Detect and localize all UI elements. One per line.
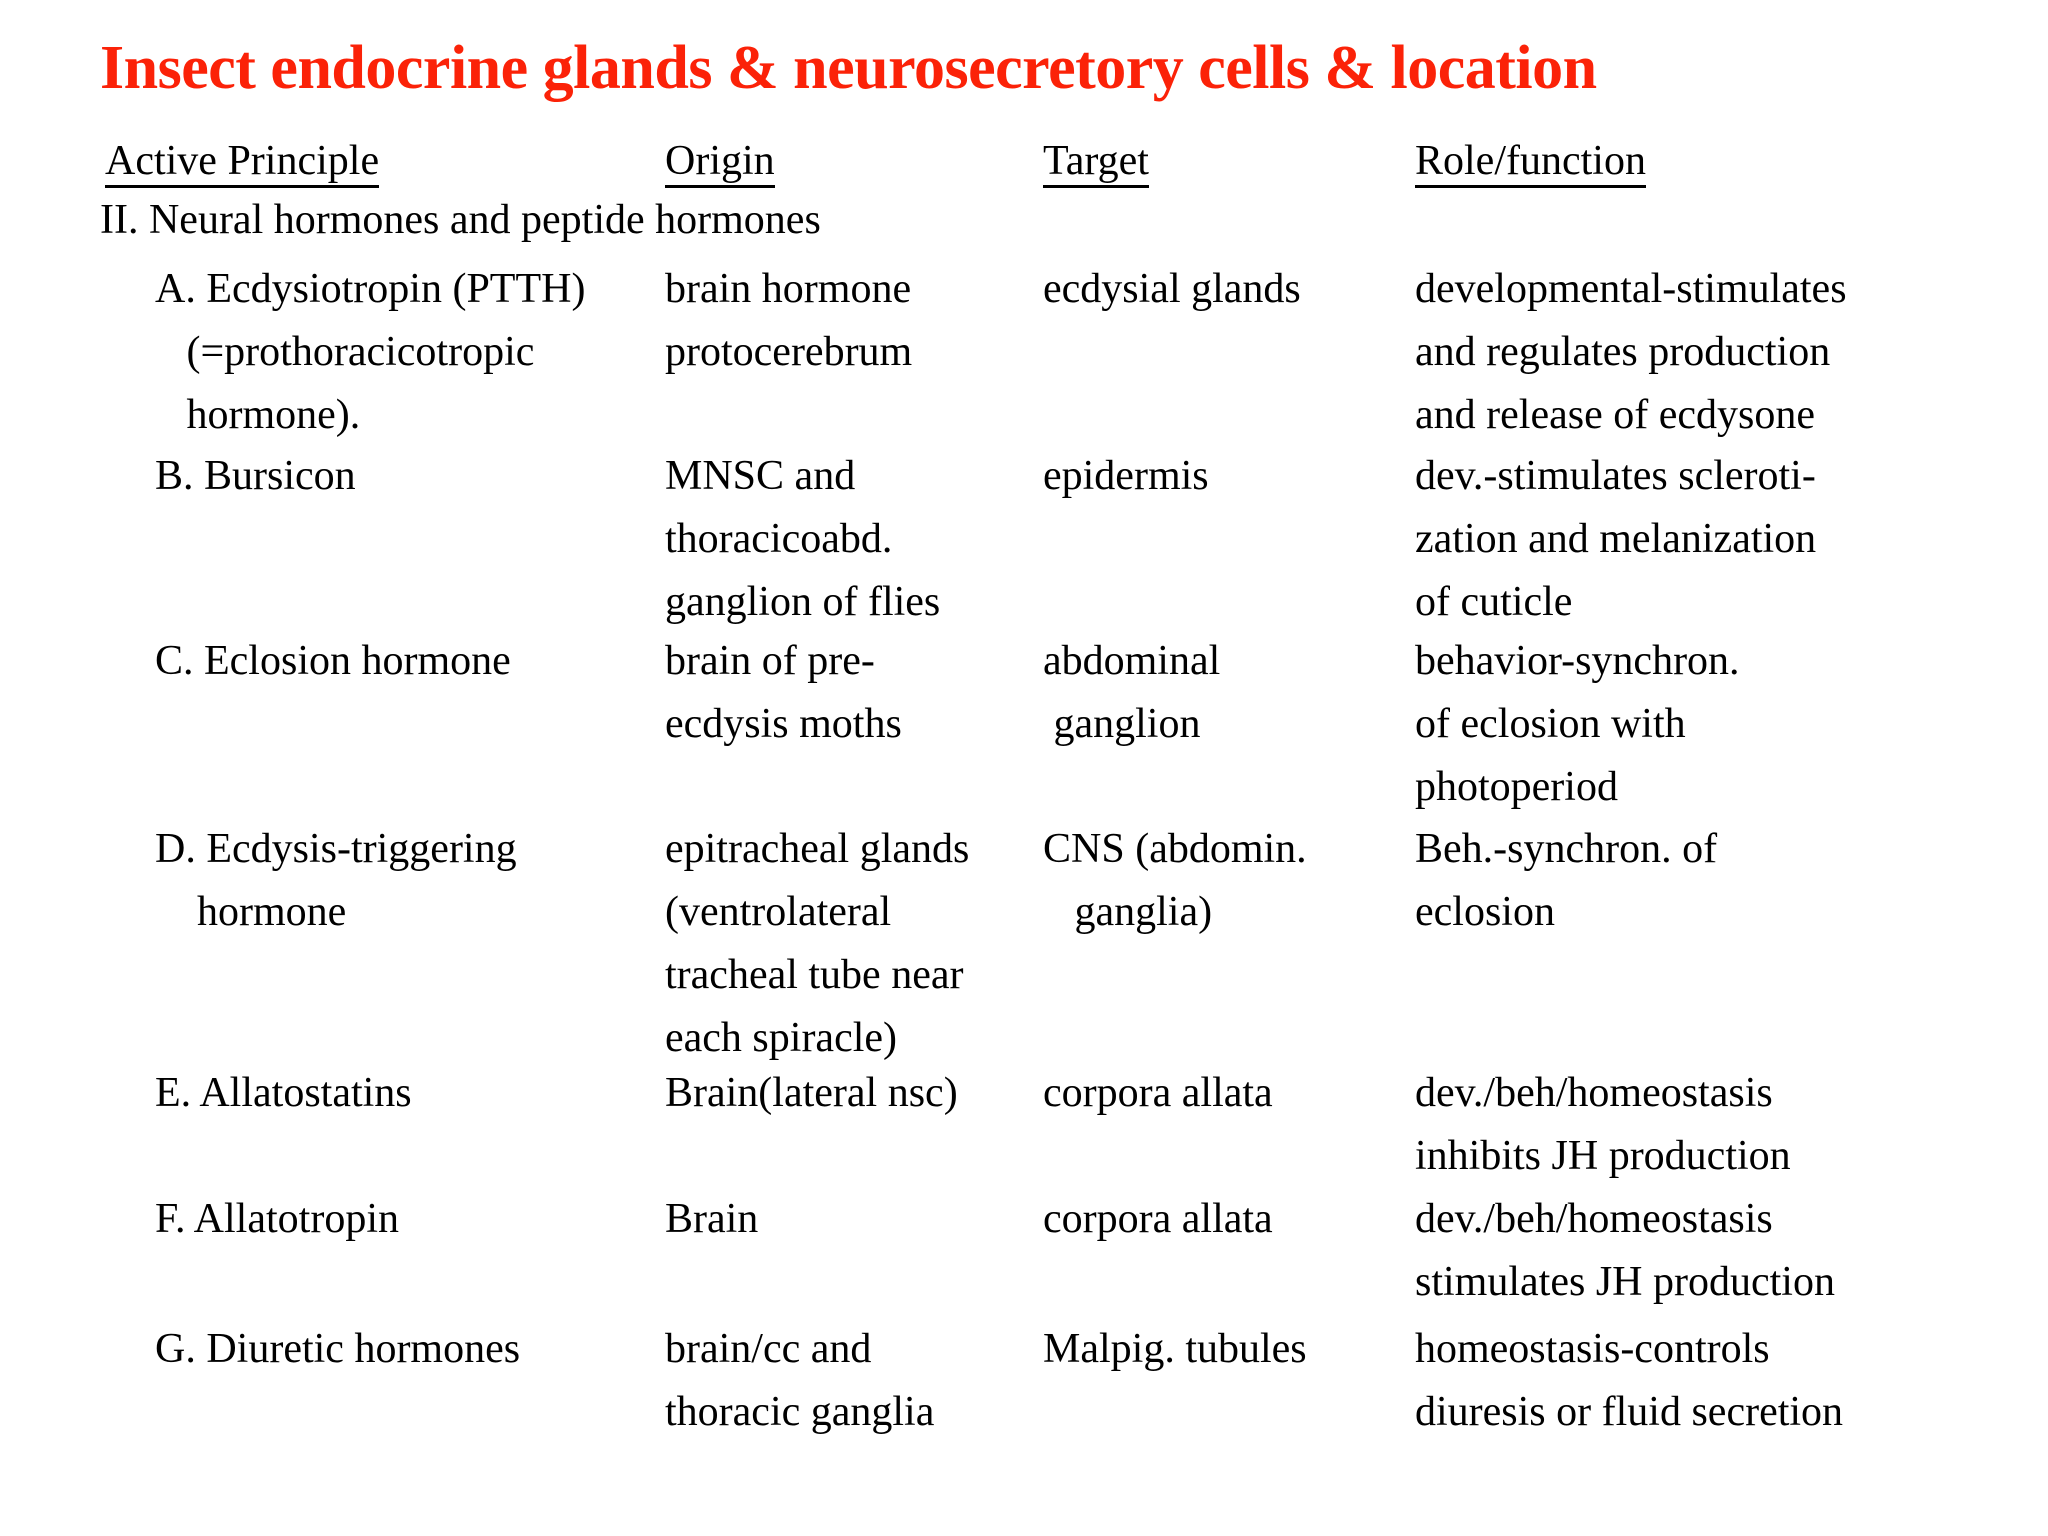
cell-target: corpora allata <box>1043 1196 1273 1242</box>
cell-active-principle: C. Eclosion hormone <box>155 638 511 684</box>
cell-target: ecdysial glands <box>1043 266 1301 312</box>
cell-target: CNS (abdomin. ganglia) <box>1043 826 1307 935</box>
cell-role-function: dev./beh/homeostasis stimulates JH produ… <box>1415 1196 1835 1305</box>
cell-active-principle: A. Ecdysiotropin (PTTH) (=prothoracicotr… <box>155 266 586 438</box>
cell-role-function: dev./beh/homeostasis inhibits JH product… <box>1415 1070 1791 1179</box>
cell-active-principle: G. Diuretic hormones <box>155 1326 521 1372</box>
column-header-target: Target <box>1043 140 1149 188</box>
column-header-origin: Origin <box>665 140 775 188</box>
cell-origin: brain hormone protocerebrum <box>665 266 913 375</box>
table-header-row: Active Principle Origin Target Role/func… <box>0 140 2048 188</box>
cell-origin: Brain(lateral nsc) <box>665 1070 958 1116</box>
column-header-role-function: Role/function <box>1415 140 1646 188</box>
section-heading: II. Neural hormones and peptide hormones <box>100 197 821 243</box>
cell-active-principle: E. Allatostatins <box>155 1070 412 1116</box>
cell-origin: MNSC and thoracicoabd. ganglion of flies <box>665 453 941 625</box>
cell-role-function: Beh.-synchron. of eclosion <box>1415 826 1718 935</box>
cell-role-function: dev.-stimulates scleroti- zation and mel… <box>1415 453 1817 625</box>
cell-role-function: homeostasis-controls diuresis or fluid s… <box>1415 1326 1844 1435</box>
cell-origin: brain/cc and thoracic ganglia <box>665 1326 935 1435</box>
column-header-active-principle: Active Principle <box>105 140 380 188</box>
cell-active-principle: B. Bursicon <box>155 453 356 499</box>
cell-role-function: developmental-stimulates and regulates p… <box>1415 266 1847 438</box>
cell-origin: epitracheal glands (ventrolateral trache… <box>665 826 970 1061</box>
cell-origin: brain of pre- ecdysis moths <box>665 638 902 747</box>
page-title: Insect endocrine glands & neurosecretory… <box>100 34 1597 102</box>
cell-role-function: behavior-synchron. of eclosion with phot… <box>1415 638 1740 810</box>
cell-active-principle: D. Ecdysis-triggering hormone <box>155 826 517 935</box>
cell-target: corpora allata <box>1043 1070 1273 1116</box>
cell-target: Malpig. tubules <box>1043 1326 1307 1372</box>
cell-target: abdominal ganglion <box>1043 638 1221 747</box>
cell-origin: Brain <box>665 1196 759 1242</box>
cell-target: epidermis <box>1043 453 1209 499</box>
cell-active-principle: F. Allatotropin <box>155 1196 399 1242</box>
